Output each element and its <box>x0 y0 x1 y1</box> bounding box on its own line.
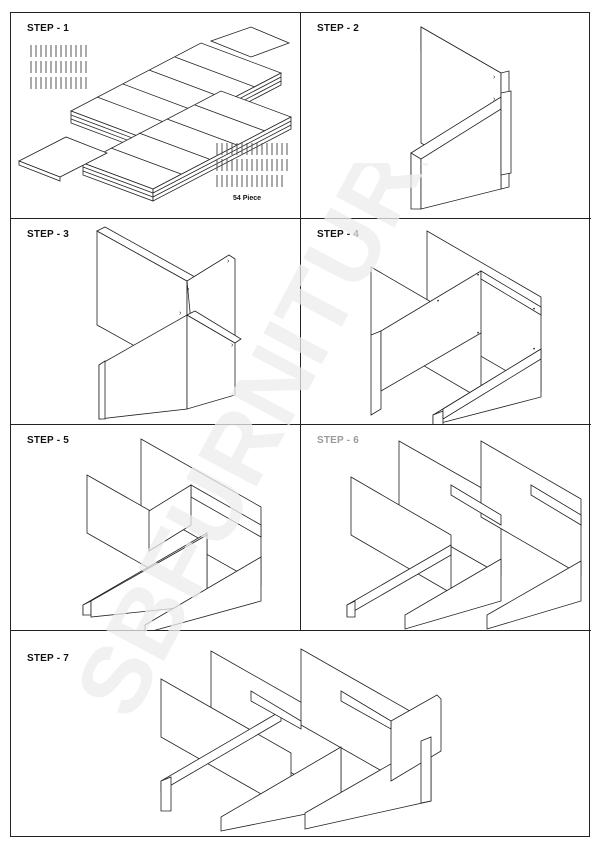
step-5-label: STEP - 5 <box>27 435 69 446</box>
instruction-sheet: STEP - 1 <box>10 12 591 838</box>
step-2-label: STEP - 2 <box>317 23 359 34</box>
step-6-panel: STEP - 6 <box>301 425 591 631</box>
step-7-label: STEP - 7 <box>27 653 69 664</box>
svg-text:›: › <box>493 74 496 81</box>
step-5-panel: STEP - 5 <box>11 425 301 631</box>
step-3-illustration: › › › › <box>96 226 242 420</box>
step-3-label: STEP - 3 <box>27 229 69 240</box>
step-5-illustration <box>82 438 262 630</box>
step-4-panel: STEP - 4 • • • • • <box>301 219 591 425</box>
step-4-label: STEP - 4 <box>317 229 359 240</box>
svg-text:›: › <box>179 310 182 317</box>
svg-text:›: › <box>493 96 496 103</box>
step-2-illustration: › › <box>410 26 512 210</box>
step-1-illustration <box>18 26 292 202</box>
svg-text:›: › <box>187 286 190 293</box>
step-3-panel: STEP - 3 › › › › <box>11 219 301 425</box>
step-1-label: STEP - 1 <box>27 23 69 34</box>
step-7-panel: STEP - 7 <box>11 631 591 838</box>
svg-text:•: • <box>477 273 479 279</box>
svg-text:•: • <box>533 347 535 353</box>
step-6-label: STEP - 6 <box>317 435 359 446</box>
step-7-illustration <box>160 648 442 832</box>
step-2-panel: STEP - 2 › › <box>301 13 591 219</box>
svg-text:›: › <box>231 342 234 349</box>
svg-text:•: • <box>437 299 439 305</box>
step-1-panel: STEP - 1 <box>11 13 301 219</box>
svg-text:•: • <box>477 331 479 337</box>
svg-text:•: • <box>533 307 535 313</box>
parts-count-note: 54 Piece <box>233 195 262 202</box>
step-6-illustration <box>346 440 582 630</box>
svg-text:›: › <box>227 258 230 265</box>
step-4-illustration: • • • • • <box>370 230 542 424</box>
